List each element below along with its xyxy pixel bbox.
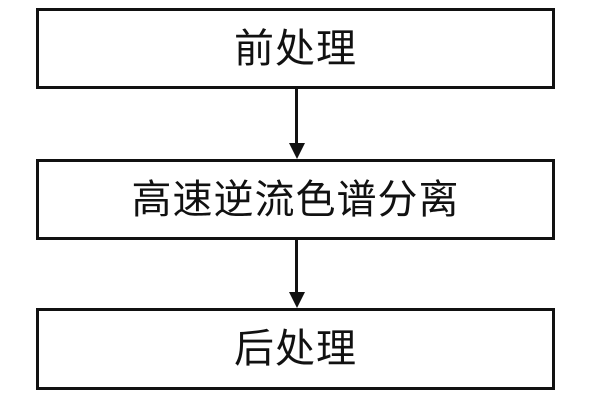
flow-arrow-1 bbox=[289, 89, 305, 159]
arrow-shaft bbox=[295, 240, 298, 294]
arrow-head bbox=[289, 143, 305, 159]
step-box-preprocessing: 前处理 bbox=[36, 8, 555, 89]
step-label-postprocessing: 后处理 bbox=[234, 326, 357, 372]
arrow-shaft bbox=[295, 89, 298, 145]
step-label-preprocessing: 前处理 bbox=[234, 25, 357, 72]
flow-arrow-2 bbox=[289, 240, 305, 308]
step-box-hsccc-separation: 高速逆流色谱分离 bbox=[36, 159, 555, 240]
arrow-head bbox=[289, 292, 305, 308]
step-label-hsccc-separation: 高速逆流色谱分离 bbox=[131, 176, 460, 223]
step-box-postprocessing: 后处理 bbox=[36, 308, 555, 390]
